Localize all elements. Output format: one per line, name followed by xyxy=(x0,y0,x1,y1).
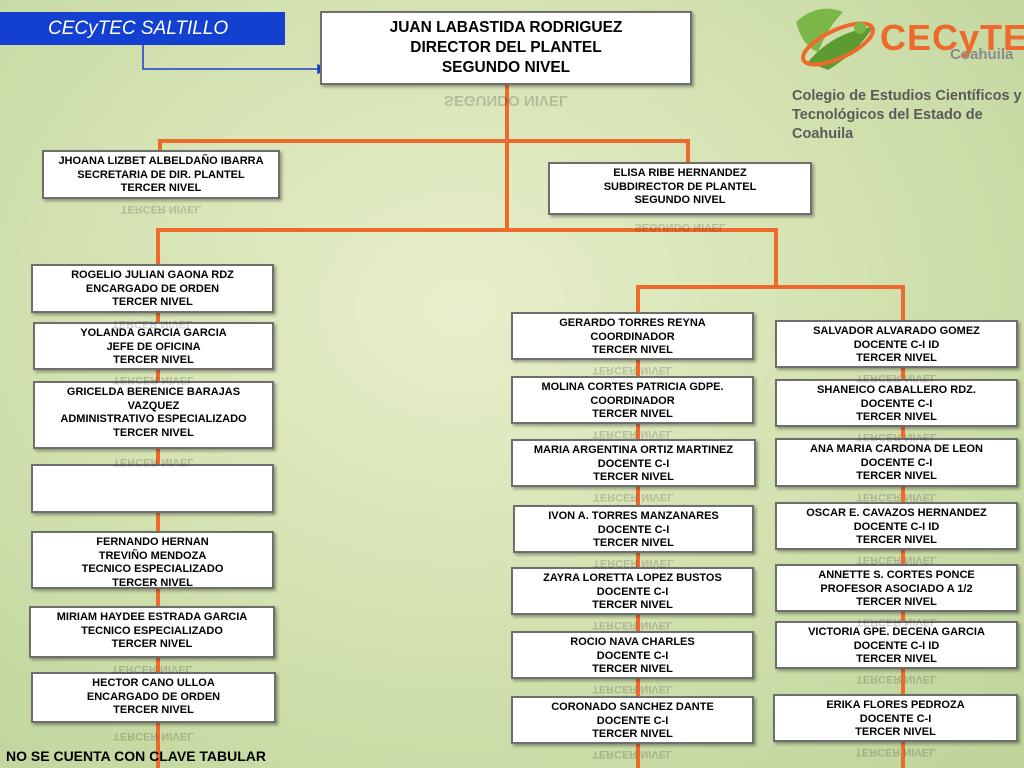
teacher-box-maria: MARIA ARGENTINA ORTIZ MARTINEZ DOCENTE C… xyxy=(511,439,756,487)
staff-box-yolanda: YOLANDA GARCIA GARCIA JEFE DE OFICINA TE… xyxy=(33,322,274,370)
teacher-box-salvador: SALVADOR ALVARADO GOMEZ DOCENTE C-I ID T… xyxy=(775,320,1018,368)
staff-box-gricelda: GRICELDA BERENICE BARAJAS VAZQUEZ ADMINI… xyxy=(33,381,274,449)
campus-tag: CECyTEC SALTILLO xyxy=(0,12,285,45)
subdirector-box: ELISA RIBE HERNANDEZ SUBDIRECTOR DE PLAN… xyxy=(548,162,812,215)
footer-note: NO SE CUENTA CON CLAVE TABULAR xyxy=(6,748,267,764)
teacher-box-molina: MOLINA CORTES PATRICIA GDPE. COORDINADOR… xyxy=(511,376,754,424)
teacher-box-annette: ANNETTE S. CORTES PONCE PROFESOR ASOCIAD… xyxy=(775,564,1018,612)
secretary-box: JHOANA LIZBET ALBELDAÑO IBARRA SECRETARI… xyxy=(42,150,280,199)
staff-box-rogelio: ROGELIO JULIAN GAONA RDZ ENCARGADO DE OR… xyxy=(31,264,274,313)
director-box: JUAN LABASTIDA RODRIGUEZ DIRECTOR DEL PL… xyxy=(320,11,692,85)
teacher-box-zayra: ZAYRA LORETTA LOPEZ BUSTOS DOCENTE C-I T… xyxy=(511,567,754,615)
teacher-box-erika: ERIKA FLORES PEDROZA DOCENTE C-I TERCER … xyxy=(773,694,1018,742)
cecyte-logo-icon xyxy=(796,8,875,70)
teacher-box-ana: ANA MARIA CARDONA DE LEON DOCENTE C-I TE… xyxy=(775,438,1018,487)
college-name: Colegio de Estudios Científicos y Tecnol… xyxy=(792,88,1022,142)
teacher-box-rocio: ROCIO NAVA CHARLES DOCENTE C-I TERCER NI… xyxy=(511,631,754,679)
teacher-box-victoria: VICTORIA GPE. DECENA GARCIA DOCENTE C-I … xyxy=(775,621,1018,669)
staff-box-hector: HECTOR CANO ULLOA ENCARGADO DE ORDEN TER… xyxy=(31,672,276,723)
teacher-box-shaneico: SHANEICO CABALLERO RDZ. DOCENTE C-I TERC… xyxy=(775,379,1018,427)
teacher-box-gerardo: GERARDO TORRES REYNA COORDINADOR TERCER … xyxy=(511,312,754,360)
staff-box-fernando: FERNANDO HERNAN TREVIÑO MENDOZA TECNICO … xyxy=(31,531,274,589)
teacher-box-ivon: IVON A. TORRES MANZANARES DOCENTE C-I TE… xyxy=(513,505,754,553)
logo-wordmark: CECyTE xyxy=(880,17,1024,58)
teacher-box-oscar: OSCAR E. CAVAZOS HERNANDEZ DOCENTE C-I I… xyxy=(775,502,1018,550)
teacher-box-coronado: CORONADO SANCHEZ DANTE DOCENTE C-I TERCE… xyxy=(511,696,754,744)
staff-box-empty xyxy=(31,464,274,513)
staff-box-miriam: MIRIAM HAYDEE ESTRADA GARCIA TECNICO ESP… xyxy=(29,606,275,658)
logo-region: Coahuila xyxy=(950,46,1014,63)
tag-arrow-line xyxy=(142,45,318,70)
